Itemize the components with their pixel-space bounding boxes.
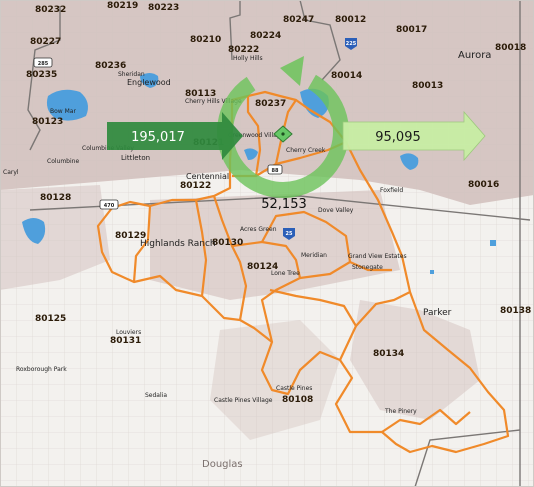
zip-label: 80113 <box>185 89 216 99</box>
place-label: Englewood <box>127 78 171 87</box>
zip-label: 80235 <box>26 70 57 80</box>
zip-label: 80130 <box>212 238 243 248</box>
zip-label: 80108 <box>282 395 313 405</box>
place-label: The Pinery <box>384 408 417 415</box>
place-label: Cherry Creek <box>286 147 326 154</box>
inflow-arrow: 195,017 <box>107 112 243 160</box>
place-label: Lone Tree <box>271 270 300 277</box>
zip-label: 80123 <box>32 117 63 127</box>
zip-label: 80219 <box>107 1 138 11</box>
zip-label: 80222 <box>228 45 259 55</box>
place-label: Cherry Hills Village <box>185 98 242 105</box>
zip-label: 80131 <box>110 336 141 346</box>
highway-shield-285: 285 <box>33 57 53 68</box>
zip-label: 80210 <box>190 35 221 45</box>
place-label: Sedalia <box>145 392 167 399</box>
place-label: Dove Valley <box>318 207 354 214</box>
map-pin-icon[interactable] <box>273 125 293 143</box>
place-label: Meridian <box>301 252 327 259</box>
zip-label: 80237 <box>255 99 286 109</box>
place-label: Littleton <box>121 154 150 162</box>
place-label: Highlands Ranch <box>140 239 216 249</box>
place-label: Douglas <box>202 459 243 470</box>
zip-label: 80128 <box>40 193 71 203</box>
zip-label: 80014 <box>331 71 362 81</box>
place-label: Holly Hills <box>233 55 263 62</box>
zip-label: 80012 <box>335 15 366 25</box>
highway-shield-25: 25 <box>283 228 295 240</box>
zip-label: 80134 <box>373 349 404 359</box>
zip-label: 80138 <box>500 306 531 316</box>
place-label: Roxborough Park <box>16 366 67 373</box>
svg-text:470: 470 <box>104 203 115 209</box>
place-label: Castle Pines <box>276 385 312 392</box>
zip-label: 80016 <box>468 180 499 190</box>
zip-label: 80129 <box>115 231 146 241</box>
place-label: Sheridan <box>118 71 145 78</box>
zip-label: 80122 <box>180 181 211 191</box>
highway-shield-225: 225 <box>345 38 357 50</box>
highway-shield-470: 470 <box>99 199 119 210</box>
place-label: Louviers <box>116 329 141 336</box>
place-labels: Holly Hills Sheridan Englewood Cherry Hi… <box>3 50 491 470</box>
internal-flow-value: 52,153 <box>261 197 307 212</box>
place-label: Grand View Estates <box>348 253 407 260</box>
zip-label: 80236 <box>95 61 126 71</box>
zip-label: 80018 <box>495 43 526 53</box>
outflow-arrow: 95,095 <box>342 110 486 162</box>
place-label: Caryl <box>3 169 19 176</box>
svg-text:25: 25 <box>286 231 293 237</box>
place-label: Foxfield <box>380 187 403 194</box>
zip-label: 80125 <box>35 314 66 324</box>
place-label: Parker <box>423 308 452 318</box>
water-bodies <box>22 73 496 274</box>
zip-label: 80013 <box>412 81 443 91</box>
place-label: Aurora <box>458 50 491 61</box>
place-label: Stonegate <box>352 264 383 271</box>
svg-text:225: 225 <box>346 41 357 47</box>
svg-text:88: 88 <box>272 168 279 174</box>
svg-text:285: 285 <box>38 61 49 67</box>
zip-code-labels: 80232 80219 80223 80247 80012 80017 8022… <box>26 1 531 405</box>
place-label: Centennial <box>186 172 229 181</box>
inflow-value: 195,017 <box>131 130 185 145</box>
highway-shields: 285 225 470 88 25 <box>33 38 357 240</box>
zip-label: 80232 <box>35 5 66 15</box>
place-label: Castle Pines Village <box>214 397 273 404</box>
zip-label: 80227 <box>30 37 61 47</box>
internal-flow-ring <box>217 56 349 198</box>
place-label: Acres Green <box>240 226 277 233</box>
zip-label: 80017 <box>396 25 427 35</box>
zip-label: 80124 <box>247 262 278 272</box>
zip-label: 80223 <box>148 3 179 13</box>
place-label: Greenwood Village <box>228 132 285 139</box>
county-boundaries <box>27 0 531 487</box>
zip-label: 80247 <box>283 15 314 25</box>
place-label: Columbine <box>47 158 79 165</box>
highway-shield-88: 88 <box>267 164 283 175</box>
zip-label: 80224 <box>250 31 281 41</box>
place-label: Bow Mar <box>50 108 76 115</box>
outflow-value: 95,095 <box>375 130 421 145</box>
